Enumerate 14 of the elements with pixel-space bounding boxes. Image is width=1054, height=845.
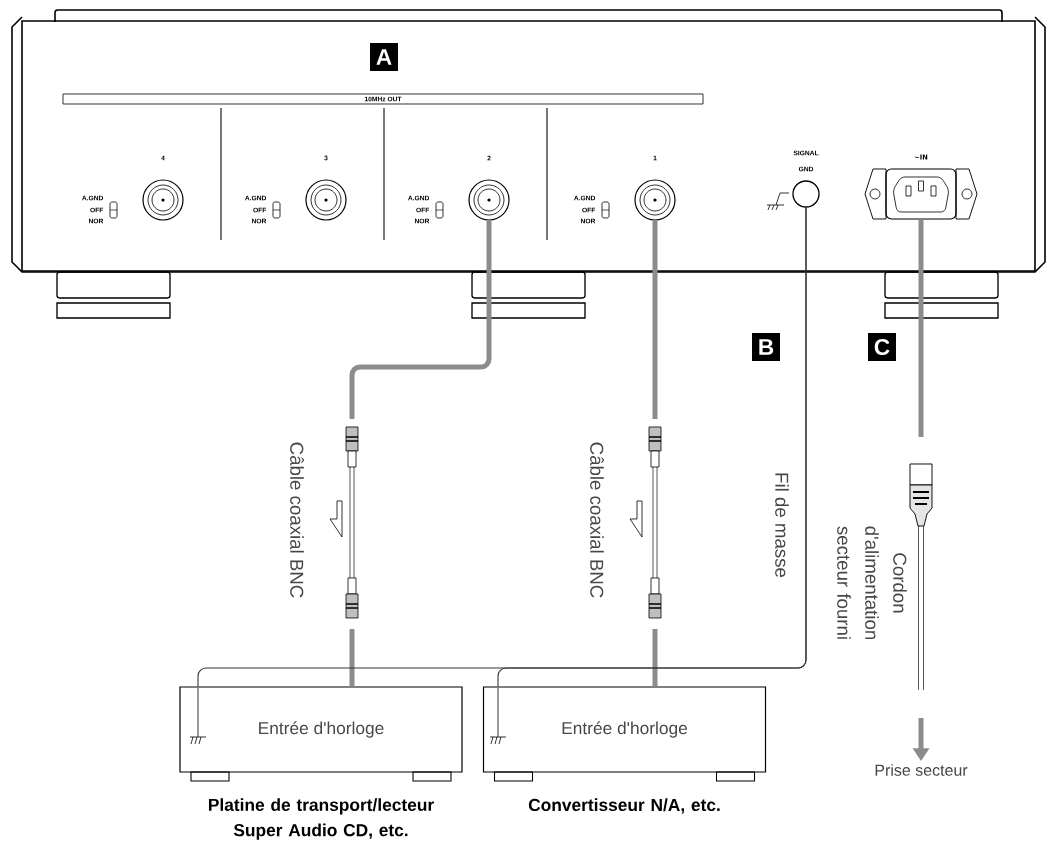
outlet-label: Prise secteur xyxy=(875,764,968,776)
callout-letter: A xyxy=(370,43,398,71)
callout-letter: C xyxy=(868,333,896,361)
cable-label: Câble coaxial BNC xyxy=(290,442,304,598)
device-box: Entrée d'horloge xyxy=(482,686,767,782)
ground-wire xyxy=(497,207,807,687)
device-caption: Convertisseur N/A, etc. xyxy=(528,798,720,814)
device-caption: Platine de transport/lecteur Super Audio CD, etc. xyxy=(209,798,434,840)
device-box: Entrée d'horloge xyxy=(179,686,463,782)
cable-label: Cordon d'alimentation secteur fourni xyxy=(837,526,907,640)
cable-label: Fil de masse xyxy=(775,473,789,578)
cable-label: Câble coaxial BNC xyxy=(590,442,604,598)
callout-letter: B xyxy=(752,333,780,361)
device-panel xyxy=(21,20,1036,272)
